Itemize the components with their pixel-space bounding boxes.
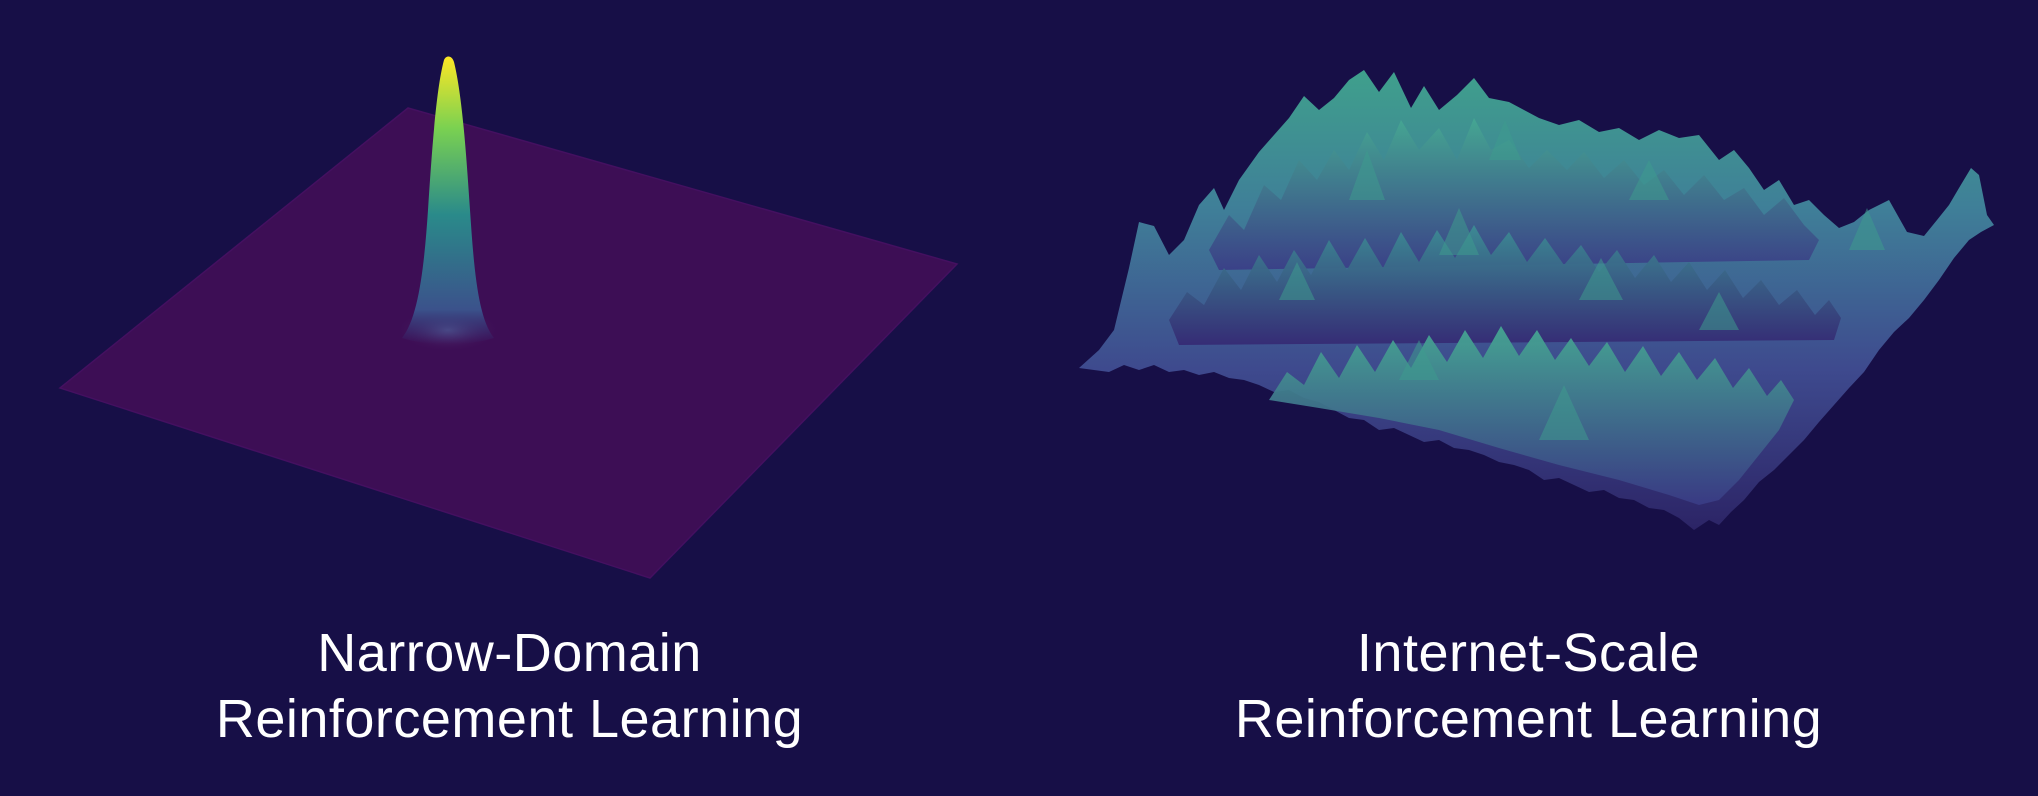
internet-scale-caption-line2: Reinforcement Learning <box>1234 689 1823 749</box>
terrain-ridge-back <box>1209 118 1819 270</box>
narrow-domain-caption-line2: Reinforcement Learning <box>215 689 804 749</box>
terrain-ridge-front <box>1269 326 1794 505</box>
narrow-domain-surface-plot <box>58 56 959 579</box>
flat-plane <box>58 107 959 579</box>
internet-scale-panel: Internet-Scale Reinforcement Learning <box>1019 0 2038 796</box>
internet-scale-caption-line1: Internet-Scale <box>1356 623 1701 683</box>
internet-scale-caption: Internet-Scale Reinforcement Learning <box>1019 620 2038 752</box>
single-peak <box>402 56 494 345</box>
terrain-ridge-middle <box>1169 225 1841 345</box>
narrow-domain-caption: Narrow-Domain Reinforcement Learning <box>0 620 1019 752</box>
internet-scale-surface-plot <box>1079 70 1994 530</box>
narrow-domain-panel: Narrow-Domain Reinforcement Learning <box>0 56 1019 752</box>
narrow-domain-caption-line1: Narrow-Domain <box>317 623 702 683</box>
